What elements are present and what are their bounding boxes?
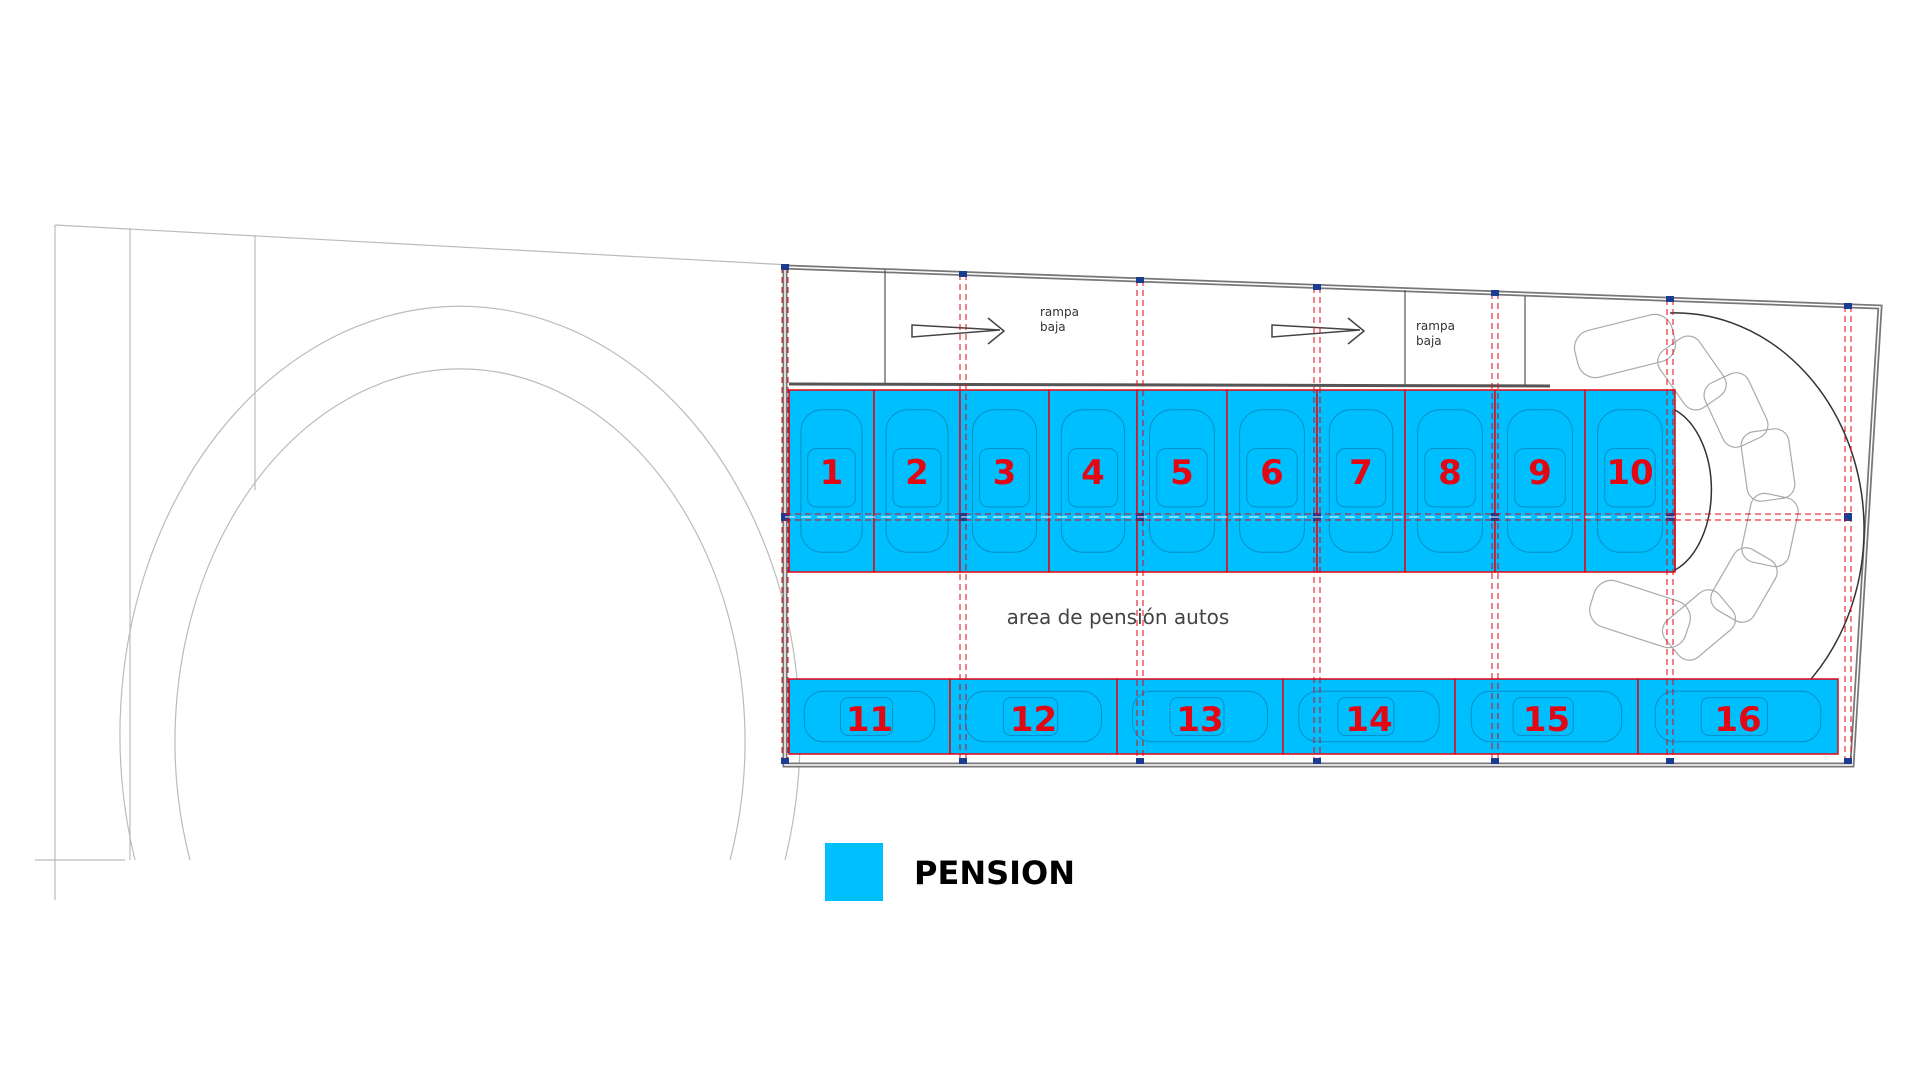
legend-swatch [825, 843, 883, 901]
site-outline [35, 224, 801, 900]
slot-number: 1 [820, 453, 844, 493]
slot-number: 15 [1523, 700, 1570, 740]
column-marker [1313, 284, 1321, 290]
slot-number: 6 [1260, 453, 1284, 493]
car-outline [800, 409, 863, 553]
car-outline [1417, 409, 1483, 553]
column-marker [1491, 758, 1499, 764]
column-marker [1136, 277, 1144, 283]
slot-area [1494, 389, 1586, 573]
parking-slot: 1 [788, 389, 875, 573]
column-marker [1491, 290, 1499, 296]
column-marker [781, 758, 789, 764]
ramp-label-line2: baja [1416, 334, 1442, 348]
slot-number: 5 [1170, 453, 1194, 493]
slot-area [1316, 389, 1406, 573]
ramp-arrow [911, 317, 1006, 345]
slot-number: 16 [1714, 700, 1761, 740]
slot-area [873, 389, 961, 573]
building-outline [782, 264, 1883, 768]
parking-slot: 14 [1282, 678, 1456, 755]
slot-number: 12 [1010, 700, 1057, 740]
parking-slot: 8 [1404, 389, 1496, 573]
parking-slot: 7 [1316, 389, 1406, 573]
column-marker [1313, 758, 1321, 764]
slot-area [1404, 389, 1496, 573]
car-outline [1132, 690, 1268, 743]
slot-area [1584, 389, 1676, 573]
column-marker [959, 271, 967, 277]
slot-area [959, 389, 1050, 573]
legend: PENSION [825, 843, 1075, 901]
parking-slot: 12 [949, 678, 1118, 755]
column-marker [1666, 758, 1674, 764]
column-marker [781, 264, 789, 270]
parking-slot: 10 [1584, 389, 1676, 573]
ramp-arrow [1271, 317, 1366, 345]
ramp-label-line2: baja [1040, 320, 1066, 334]
slot-number: 14 [1345, 700, 1392, 740]
column-marker [1136, 758, 1144, 764]
car-outline [803, 690, 936, 743]
parking-slot: 5 [1136, 389, 1228, 573]
parking-slot: 6 [1226, 389, 1318, 573]
slot-number: 3 [993, 453, 1017, 493]
slot-number: 4 [1081, 453, 1105, 493]
parking-slot: 9 [1494, 389, 1586, 573]
car-outline [1298, 690, 1440, 743]
slot-area [1048, 389, 1138, 573]
slot-area [1136, 389, 1228, 573]
ramp-label-line1: rampa [1416, 319, 1455, 333]
column-marker [1844, 303, 1852, 309]
parking-slot: 15 [1454, 678, 1639, 755]
car-outline [1149, 409, 1215, 553]
parking-slot: 3 [959, 389, 1050, 573]
structural-grid [781, 264, 1852, 764]
parking-slot: 4 [1048, 389, 1138, 573]
slot-number: 11 [846, 700, 893, 740]
car-outline [1060, 409, 1126, 553]
turning-cars [1573, 313, 1799, 661]
car-outline [1239, 409, 1305, 553]
car-outline [1328, 409, 1394, 553]
car-outline [1654, 690, 1822, 743]
parking-slot: 13 [1116, 678, 1284, 755]
parking-slot: 11 [788, 678, 951, 755]
slot-number: 13 [1176, 700, 1223, 740]
legend-label: PENSION [914, 854, 1075, 892]
car-outline [885, 409, 949, 553]
slot-number: 7 [1349, 453, 1373, 493]
slot-number: 10 [1606, 453, 1653, 493]
car-outline [971, 409, 1038, 553]
column-marker [959, 758, 967, 764]
slots-top-row: 1 2 3 4 5 6 7 8 9 10 [788, 389, 1676, 573]
ramp-label-line1: rampa [1040, 305, 1079, 319]
column-marker [1844, 513, 1852, 521]
turn-curve [1674, 409, 1713, 571]
column-marker [1666, 296, 1674, 302]
slot-number: 8 [1438, 453, 1462, 493]
ramp-arrows [911, 317, 1366, 345]
parking-slot: 16 [1637, 678, 1839, 755]
column-marker [1844, 758, 1852, 764]
car-outline [1507, 409, 1573, 553]
slots-bottom-row: 11 12 13 14 15 16 [788, 678, 1839, 755]
area-label: area de pensión autos [1007, 605, 1230, 629]
slot-number: 2 [905, 453, 929, 493]
car-outline [1470, 690, 1623, 743]
parking-slot: 2 [873, 389, 961, 573]
slot-number: 9 [1528, 453, 1552, 493]
car-outline [1597, 409, 1663, 553]
